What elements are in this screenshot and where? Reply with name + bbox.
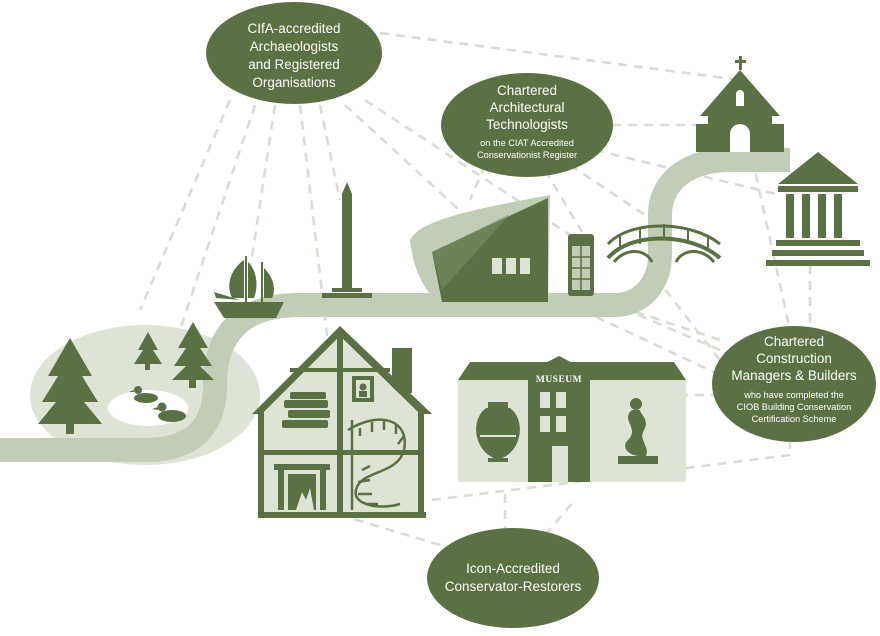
sculpture-icon (618, 398, 658, 464)
ciat-line-3: Technologists (486, 117, 568, 132)
ciob-group: Chartered Construction Managers & Builde… (712, 326, 876, 442)
ciat-sub-line-2: Conservationist Register (477, 150, 577, 160)
obelisk-icon (322, 182, 372, 298)
urn-icon (476, 402, 520, 462)
ciob-sub-line-1: who have completed the (743, 390, 844, 400)
cifa-group: CIfA-accredited Archaeologists and Regis… (206, 2, 382, 104)
sailing-ship-icon (214, 256, 284, 318)
church-icon (696, 56, 784, 152)
portrait-icon (352, 376, 374, 402)
cifa-line-3: and Registered (248, 57, 340, 72)
ciat-line-1: Chartered (497, 83, 557, 98)
ciat-line-2: Architectural (489, 100, 564, 115)
books-icon (282, 392, 330, 428)
museum-sign: MUSEUM (536, 375, 582, 385)
connector-lines (138, 31, 812, 547)
pine-tree-icon (172, 322, 214, 388)
ciob-line-1: Chartered (764, 334, 824, 349)
ciob-line-2: Construction (756, 351, 832, 366)
museum-icon: MUSEUM (458, 356, 686, 482)
ciob-line-3: Managers & Builders (731, 368, 857, 383)
fireplace-icon (274, 464, 330, 510)
pine-tree-icon (38, 338, 102, 434)
pine-tree-icon (134, 332, 162, 370)
duck-icon (152, 402, 186, 422)
spiral-staircase-icon (347, 418, 406, 510)
cifa-line-4: Organisations (252, 75, 336, 90)
ciob-sub-line-3: Certification Scheme (752, 414, 837, 424)
icon-line-1: Icon-Accredited (466, 561, 560, 576)
ciob-sub-line-2: CIOB Building Conservation (737, 402, 851, 412)
cifa-line-2: Archaeologists (250, 39, 339, 54)
bridge-icon (606, 224, 722, 264)
ciat-group: Chartered Architectural Technologists on… (441, 73, 613, 177)
greek-temple-icon (766, 152, 870, 266)
icon-group: Icon-Accredited Conservator-Restorers (427, 528, 599, 628)
modern-building-icon (410, 195, 550, 302)
ciat-sub-line-1: on the CIAT Accredited (480, 138, 574, 148)
duck-icon (129, 386, 158, 403)
cifa-line-1: CIfA-accredited (247, 21, 340, 36)
icon-line-2: Conservator-Restorers (445, 579, 582, 594)
phone-box-icon (568, 234, 594, 296)
